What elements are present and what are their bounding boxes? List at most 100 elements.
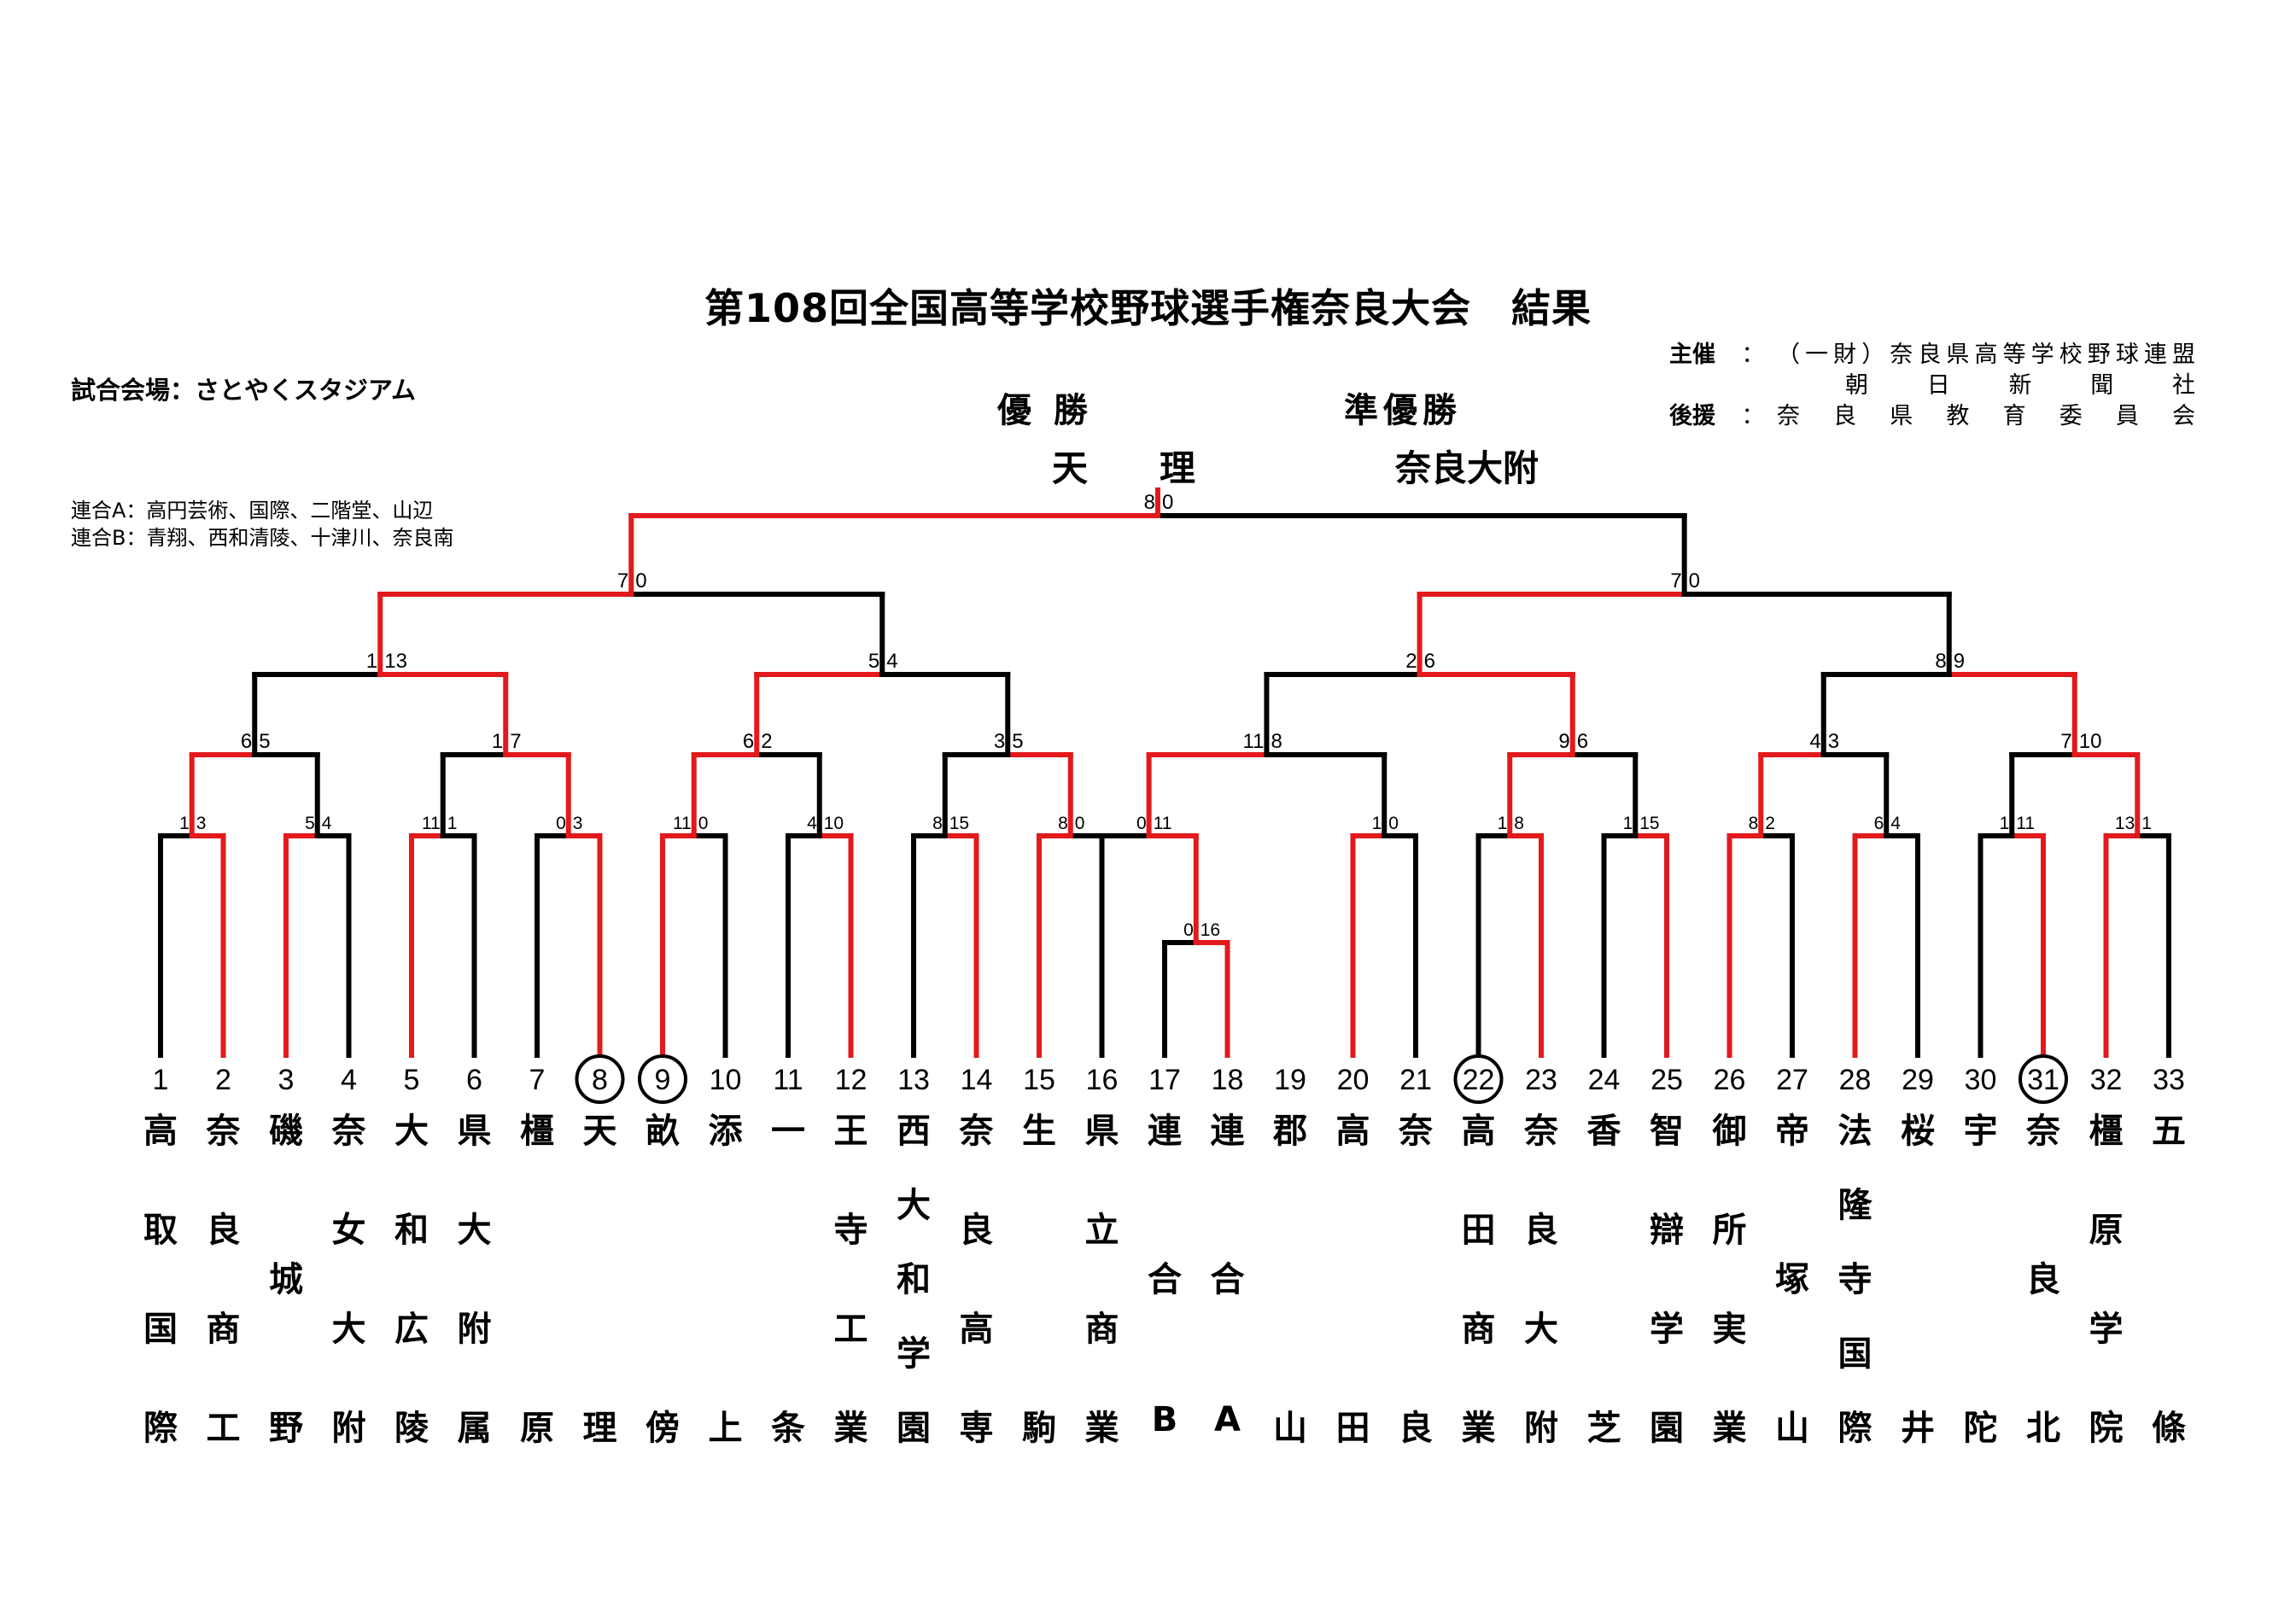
score-a3-a: 11 — [422, 814, 441, 833]
school-number: 4 — [341, 1064, 357, 1096]
school-name-char: 駒 — [1022, 1409, 1056, 1448]
school-name-char: 商 — [1084, 1310, 1119, 1349]
score-c1-a: 1 — [366, 650, 377, 673]
school-name-char: 磯 — [269, 1112, 303, 1151]
score-a2-b: 4 — [322, 814, 332, 833]
score-b6-b: 6 — [1577, 730, 1588, 753]
school-name-char: 香 — [1586, 1112, 1621, 1151]
school-name-char: 際 — [143, 1409, 178, 1448]
school-name-char: 大 — [394, 1112, 429, 1151]
school-name-char: 条 — [771, 1409, 805, 1448]
sponsor-colon: ： — [1741, 403, 1765, 429]
school-name-char: 北 — [2026, 1409, 2060, 1448]
seed-circle — [638, 1054, 687, 1104]
school-name-char: 園 — [897, 1409, 931, 1448]
school-name-char: 條 — [2152, 1409, 2186, 1448]
school-name-char: 寺 — [1837, 1260, 1872, 1299]
school-name-char: 国 — [1837, 1334, 1872, 1374]
score-a1-a: 1 — [179, 814, 190, 833]
school-name-char: 院 — [2089, 1409, 2124, 1448]
school-name-char: 奈 — [959, 1112, 994, 1151]
school-name-char: 連 — [1210, 1112, 1245, 1151]
score-c1-b: 13 — [384, 650, 407, 673]
school-name-char: 高 — [143, 1112, 178, 1151]
school-name-char: 附 — [457, 1310, 492, 1349]
score-c4-b: 9 — [1954, 650, 1965, 673]
school-number: 12 — [835, 1064, 868, 1096]
school-number: 18 — [1212, 1064, 1244, 1096]
score-a9-a: 0 — [1136, 814, 1147, 833]
school-name-char: 高 — [959, 1310, 994, 1349]
school-name-char: 奈 — [1399, 1112, 1433, 1151]
school-number: 17 — [1148, 1064, 1181, 1096]
school-name-char: 畝 — [646, 1112, 680, 1151]
school-name-char: 商 — [1461, 1310, 1496, 1349]
school-number: 22 — [1463, 1064, 1495, 1096]
winner-name: 天 理 — [1052, 447, 1196, 489]
school-name-char: 商 — [206, 1310, 241, 1349]
sponsor-row-support: 後援 ： 奈良県教育委員会 — [1669, 401, 2195, 432]
school-number: 21 — [1399, 1064, 1432, 1096]
score-a15-a: 1 — [2000, 814, 2010, 833]
score-b4-a: 3 — [994, 730, 1005, 753]
sponsor-row-organizer: 主催 ： （一財）奈良県高等学校野球連盟 — [1669, 340, 2195, 371]
school-name-char: 女 — [331, 1211, 366, 1250]
school-name-char: 法 — [1837, 1112, 1872, 1151]
school-name-char: 広 — [394, 1310, 429, 1349]
school-name-char: 業 — [833, 1409, 868, 1448]
school-name-char: 桜 — [1901, 1112, 1935, 1151]
school-number: 19 — [1274, 1064, 1306, 1096]
school-name-char: 和 — [897, 1260, 931, 1299]
score-c2-a: 5 — [868, 650, 879, 673]
school-name-char: 原 — [2089, 1211, 2124, 1250]
score-b6-a: 9 — [1558, 730, 1569, 753]
school-name-char: 野 — [269, 1409, 303, 1448]
school-name-char: 取 — [143, 1211, 178, 1250]
school-number: 20 — [1337, 1064, 1370, 1096]
school-name-char: 城 — [269, 1260, 303, 1299]
school-name-char: 辯 — [1650, 1211, 1684, 1250]
school-name-char: 添 — [708, 1112, 743, 1151]
score-a16-b: 1 — [2141, 814, 2152, 833]
school-name-char: 工 — [833, 1310, 868, 1349]
score-d2-b: 0 — [1689, 569, 1700, 593]
school-name-char: 山 — [1775, 1409, 1809, 1448]
school-name-char: 県 — [1084, 1112, 1119, 1151]
score-a6-b: 10 — [824, 814, 844, 833]
score-c3-a: 2 — [1405, 650, 1417, 673]
school-name-char: 一 — [771, 1112, 805, 1151]
score-a4-a: 0 — [556, 814, 566, 833]
school-name-char: 和 — [394, 1211, 429, 1250]
score-a1-b: 3 — [196, 814, 207, 833]
school-name-char: 合 — [1148, 1260, 1182, 1299]
school-number: 7 — [529, 1064, 546, 1096]
score-a14-b: 4 — [1890, 814, 1901, 833]
school-name-char: 上 — [708, 1409, 743, 1448]
score-b1-a: 6 — [241, 730, 252, 753]
school-name-char: 良 — [2026, 1260, 2060, 1299]
school-name-char: 大 — [1524, 1310, 1558, 1349]
score-a10-a: 1 — [1372, 814, 1382, 833]
school-number: 25 — [1650, 1064, 1683, 1096]
school-number: 14 — [961, 1064, 993, 1096]
score-a12-a: 1 — [1623, 814, 1633, 833]
score-c3-b: 6 — [1424, 650, 1435, 673]
score-a11-a: 1 — [1498, 814, 1508, 833]
school-name-char: 大 — [331, 1310, 366, 1349]
school-name-char: 立 — [1084, 1211, 1119, 1250]
score-a16-a: 13 — [2115, 814, 2135, 833]
school-name-char: 天 — [582, 1112, 617, 1151]
school-name-char: 大 — [457, 1211, 492, 1250]
score-a5-b: 0 — [698, 814, 709, 833]
school-number: 28 — [1839, 1064, 1872, 1096]
school-name-char: 田 — [1461, 1211, 1496, 1250]
school-number: 15 — [1023, 1064, 1055, 1096]
school-name-char: 寺 — [833, 1211, 868, 1250]
school-name-char: 業 — [1084, 1409, 1119, 1448]
score-g0-b: 16 — [1201, 920, 1220, 940]
school-name-char: 専 — [959, 1409, 994, 1448]
score-a13-b: 2 — [1765, 814, 1775, 833]
sponsor-value: （一財）奈良県高等学校野球連盟 — [1777, 342, 2195, 368]
school-name-char: 芝 — [1586, 1409, 1621, 1448]
score-a7-a: 8 — [932, 814, 943, 833]
